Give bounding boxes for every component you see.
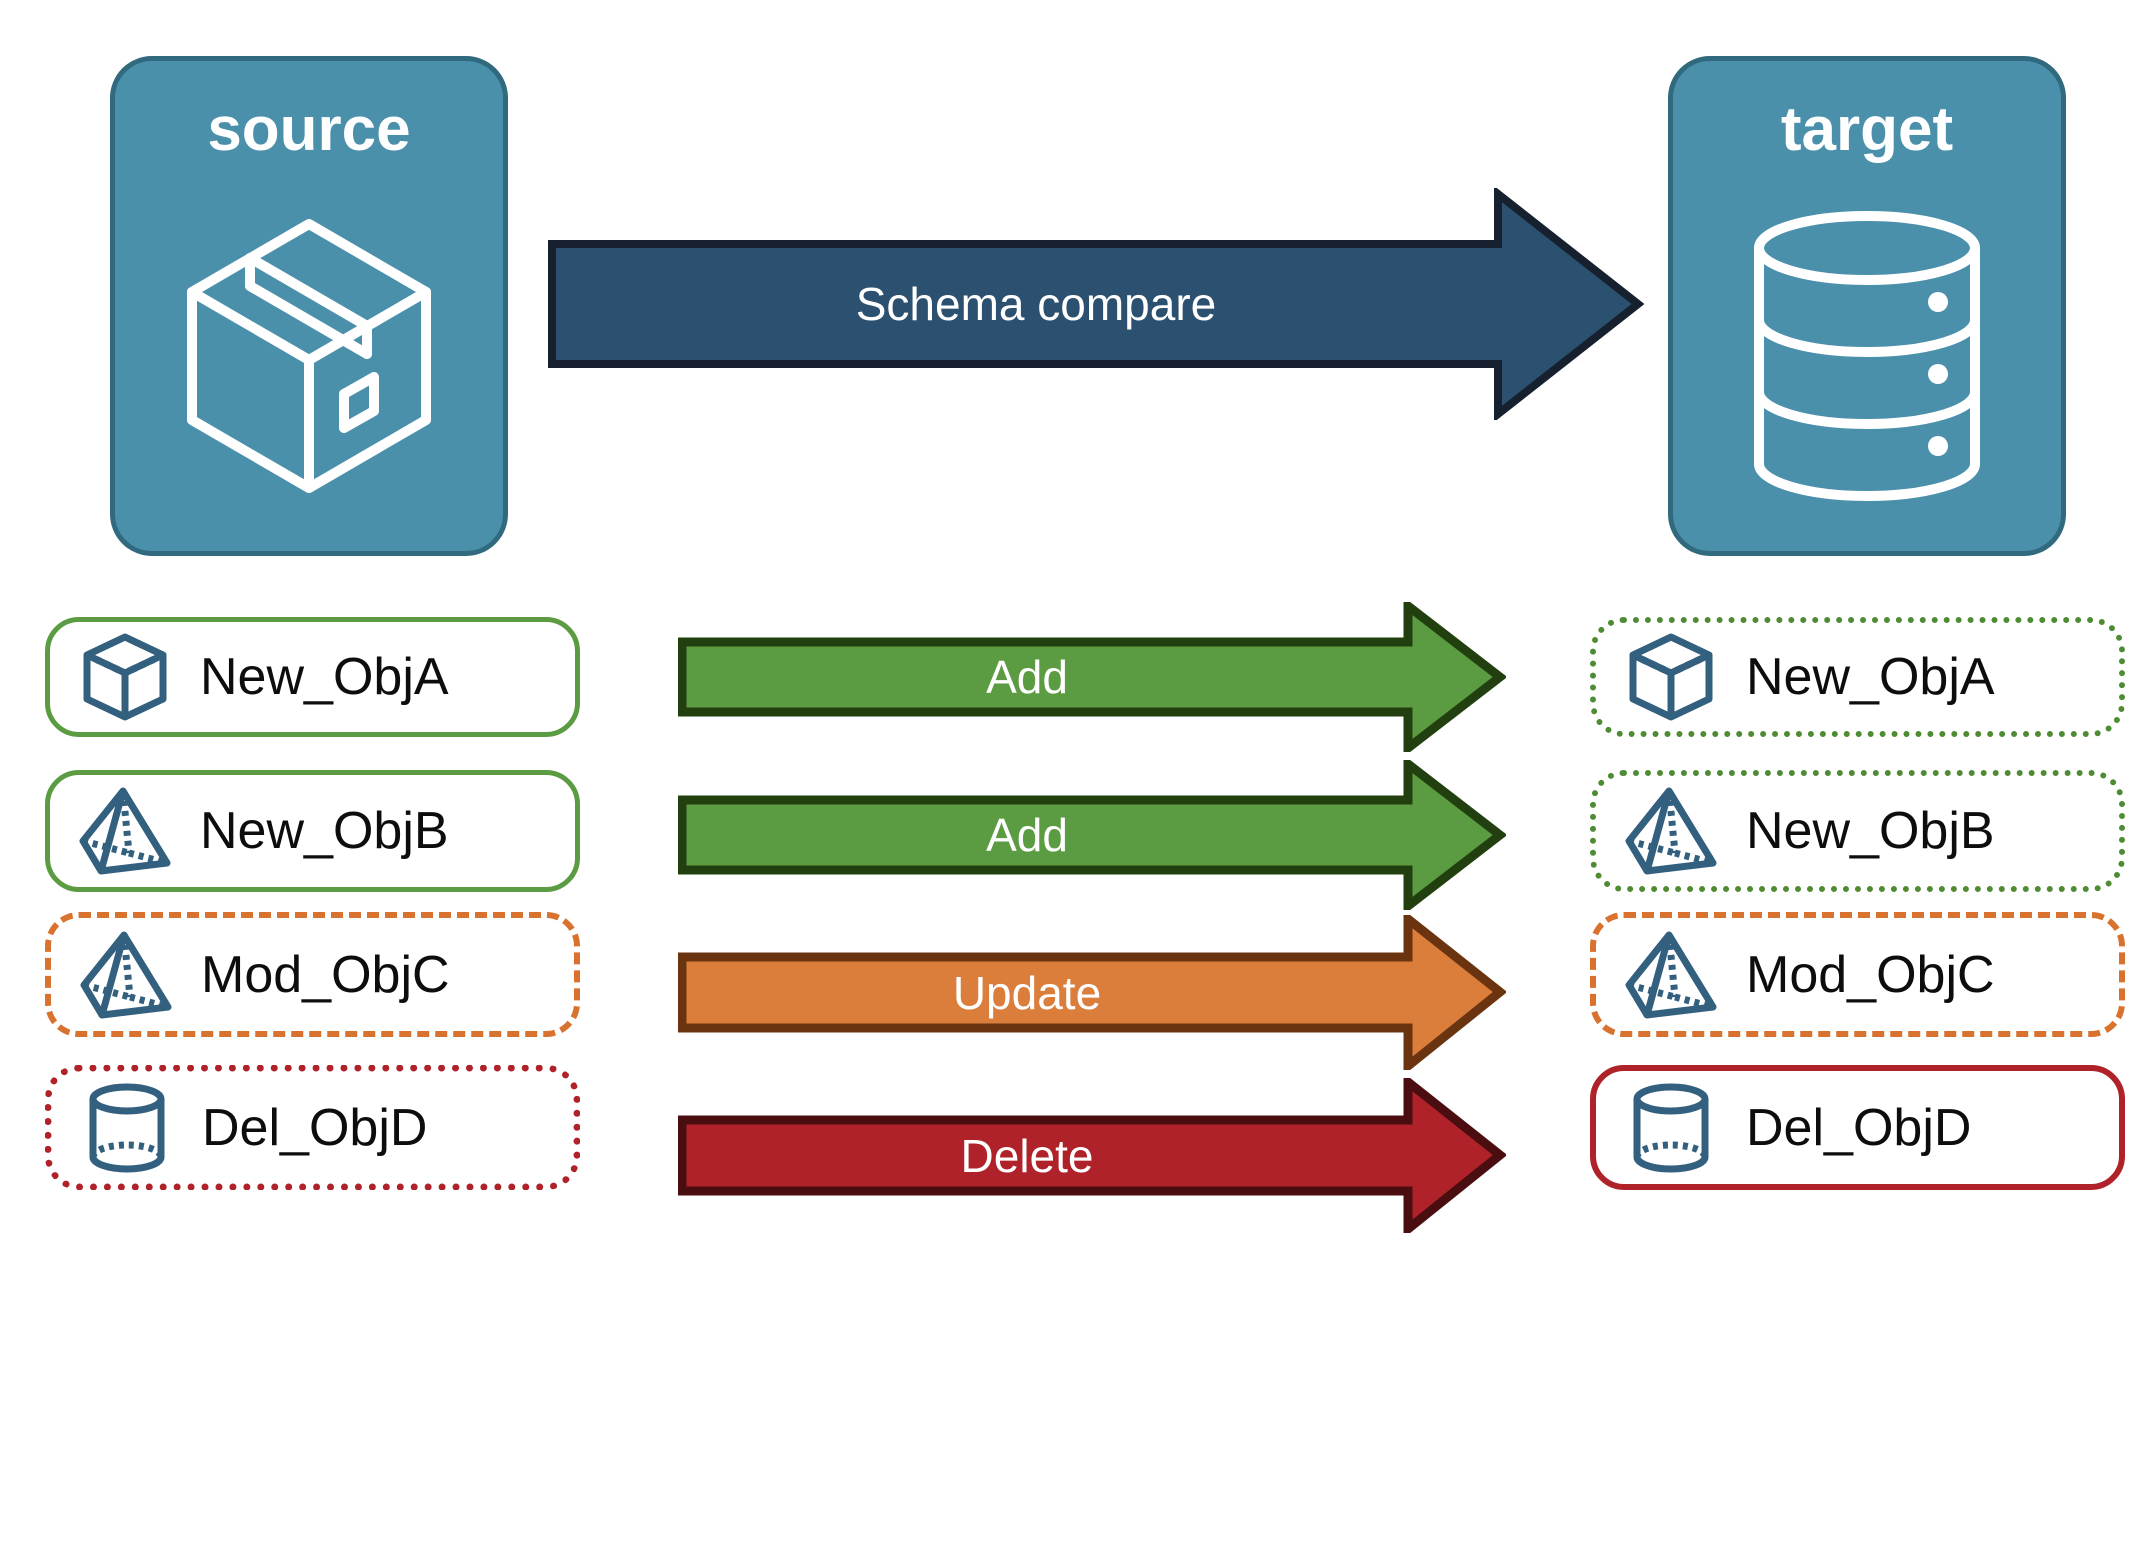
action-arrow-2[interactable]: Add <box>677 754 1508 916</box>
target-object-card-3[interactable]: Mod_ObjC <box>1590 912 2125 1037</box>
target-endpoint-card[interactable]: target <box>1668 56 2066 556</box>
target-title: target <box>1780 95 1954 164</box>
database-cylinder-icon <box>1673 161 2061 551</box>
target-object-label-2: New_ObjB <box>1746 802 1995 860</box>
source-object-label-4: Del_ObjD <box>202 1098 428 1157</box>
source-object-card-4[interactable]: Del_ObjD <box>45 1065 580 1190</box>
target-object-card-1[interactable]: New_ObjA <box>1590 617 2125 737</box>
source-endpoint-card[interactable]: source <box>110 56 508 556</box>
target-object-card-4[interactable]: Del_ObjD <box>1590 1065 2125 1190</box>
pyramid-wireframe-icon <box>51 929 201 1021</box>
pyramid-wireframe-icon <box>1596 785 1746 877</box>
action-arrow-3[interactable]: Update <box>677 909 1508 1076</box>
action-arrow-1[interactable]: Add <box>677 596 1508 758</box>
source-title: source <box>207 95 411 164</box>
cylinder-wireframe-icon <box>52 1081 202 1175</box>
pyramid-wireframe-icon <box>50 785 200 877</box>
cube-wireframe-icon <box>50 631 200 723</box>
source-object-card-3[interactable]: Mod_ObjC <box>45 912 580 1037</box>
package-box-icon <box>115 161 503 551</box>
target-object-card-2[interactable]: New_ObjB <box>1590 770 2125 892</box>
cylinder-wireframe-icon <box>1596 1081 1746 1175</box>
action-arrow-4[interactable]: Delete <box>677 1072 1508 1239</box>
target-object-label-3: Mod_ObjC <box>1746 945 1995 1004</box>
target-object-label-4: Del_ObjD <box>1746 1098 1972 1157</box>
source-object-card-1[interactable]: New_ObjA <box>45 617 580 737</box>
source-object-label-2: New_ObjB <box>200 802 449 860</box>
source-object-card-2[interactable]: New_ObjB <box>45 770 580 892</box>
source-object-label-1: New_ObjA <box>200 648 449 706</box>
schema-compare-arrow[interactable]: Schema compare <box>548 185 1645 423</box>
source-object-label-3: Mod_ObjC <box>201 945 450 1004</box>
pyramid-wireframe-icon <box>1596 929 1746 1021</box>
target-object-label-1: New_ObjA <box>1746 648 1995 706</box>
cube-wireframe-icon <box>1596 631 1746 723</box>
